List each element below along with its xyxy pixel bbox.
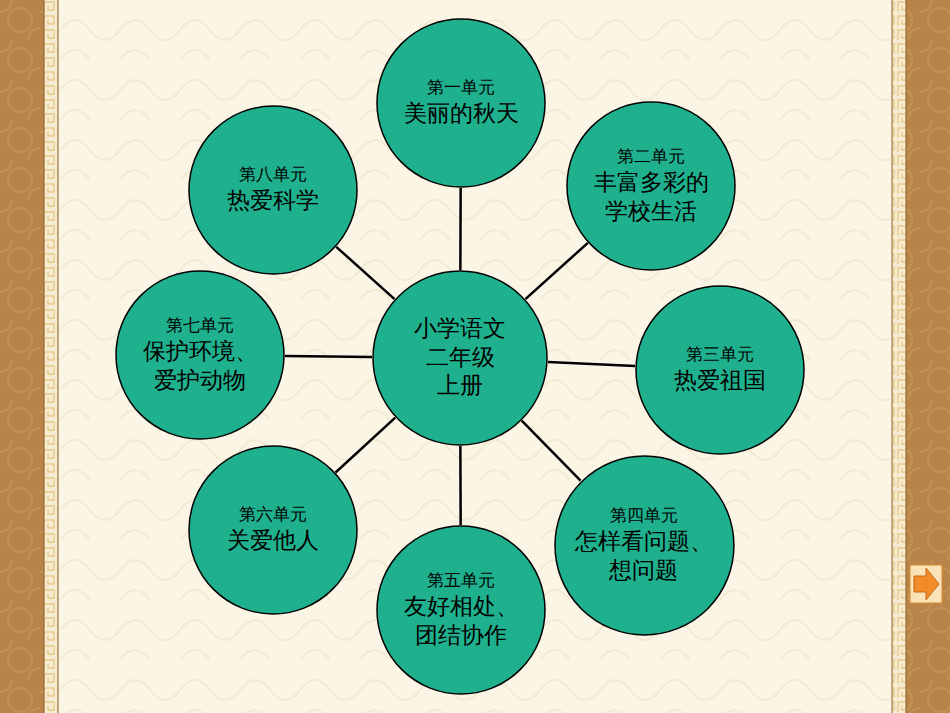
connector-line <box>459 188 462 270</box>
unit-circle: 第六单元关爱他人 <box>188 445 358 615</box>
unit-number: 第八单元 <box>239 164 307 185</box>
unit-theme: 友好相处、 团结协作 <box>404 593 519 651</box>
unit-theme: 丰富多彩的 学校生活 <box>594 169 709 227</box>
unit-circle: 第七单元保护环境、 爱护动物 <box>115 270 285 440</box>
unit-number: 第七单元 <box>166 315 234 336</box>
unit-circle: 第五单元友好相处、 团结协作 <box>376 525 546 695</box>
unit-circle: 第八单元热爱科学 <box>188 105 358 275</box>
unit-circle: 第一单元美丽的秋天 <box>376 18 546 188</box>
connector-line <box>336 418 396 473</box>
unit-theme: 保护环境、 爱护动物 <box>143 338 258 396</box>
unit-number: 第五单元 <box>427 570 495 591</box>
unit-theme: 关爱他人 <box>227 527 319 556</box>
unit-theme: 怎样看问题、 想问题 <box>575 528 713 586</box>
connector-line <box>459 446 462 525</box>
connector-line <box>336 247 394 299</box>
hub-title: 小学语文 二年级 上册 <box>414 315 506 401</box>
unit-number: 第二单元 <box>617 146 685 167</box>
next-arrow-icon <box>910 565 942 603</box>
unit-number: 第三单元 <box>686 344 754 365</box>
unit-theme: 热爱科学 <box>227 187 319 216</box>
unit-number: 第一单元 <box>427 77 495 98</box>
unit-circle: 第三单元热爱祖国 <box>635 285 805 455</box>
connector-line <box>548 362 635 366</box>
hub-circle: 小学语文 二年级 上册 <box>372 270 548 446</box>
connector-line <box>525 243 587 299</box>
unit-circle: 第四单元怎样看问题、 想问题 <box>554 455 735 636</box>
unit-number: 第四单元 <box>610 505 678 526</box>
unit-circle: 第二单元丰富多彩的 学校生活 <box>566 101 736 271</box>
unit-number: 第六单元 <box>239 504 307 525</box>
unit-theme: 热爱祖国 <box>674 367 766 396</box>
unit-theme: 美丽的秋天 <box>404 100 519 129</box>
connector-line <box>522 421 581 481</box>
connector-line <box>285 356 372 357</box>
